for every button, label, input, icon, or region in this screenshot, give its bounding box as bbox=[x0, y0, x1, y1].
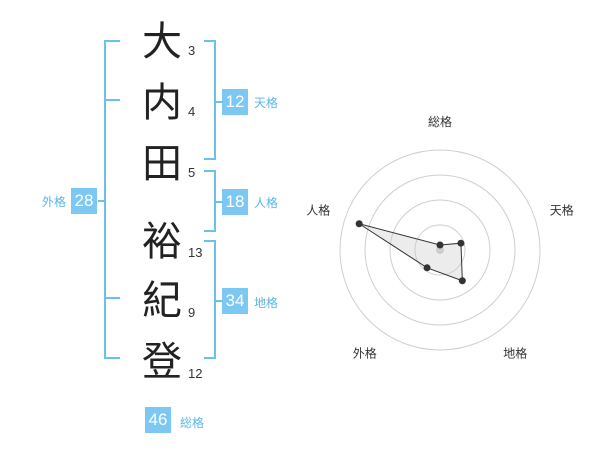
name-char-5: 紀 bbox=[142, 278, 182, 324]
radar-axis-label: 人格 bbox=[306, 202, 330, 217]
radar-axis-label: 地格 bbox=[503, 346, 527, 361]
radar-point-天格 bbox=[457, 239, 465, 247]
stroke-count-6: 12 bbox=[188, 366, 203, 381]
radar-ring bbox=[339, 149, 541, 351]
soukaku-score: 46 bbox=[145, 407, 171, 433]
tenkaku-score: 12 bbox=[222, 89, 248, 115]
gaikaku-score: 28 bbox=[71, 188, 97, 214]
chikaku-label: 地格 bbox=[254, 296, 279, 310]
name-char-2: 内 bbox=[142, 80, 182, 126]
gaikaku-label: 外格 bbox=[42, 195, 67, 209]
radar-ring bbox=[414, 224, 466, 276]
name-char-6: 登 bbox=[142, 339, 182, 385]
radar-shape bbox=[358, 223, 463, 282]
stroke-count-5: 9 bbox=[188, 305, 196, 320]
radar-axis-label: 天格 bbox=[550, 202, 574, 217]
jinkaku-score: 18 bbox=[222, 189, 248, 215]
radar-axis-label: 外格 bbox=[353, 346, 377, 361]
radar-ring bbox=[389, 199, 491, 301]
soukaku-label: 総格 bbox=[180, 416, 205, 430]
radar-point-人格 bbox=[355, 220, 363, 228]
name-char-1: 大 bbox=[142, 19, 182, 65]
name-char-3: 田 bbox=[142, 141, 182, 187]
radar-center bbox=[436, 246, 444, 254]
chikaku-score: 34 bbox=[222, 288, 248, 314]
stroke-count-1: 3 bbox=[188, 43, 196, 58]
radar-axis-label: 総格 bbox=[428, 114, 452, 129]
radar-point-外格 bbox=[423, 264, 431, 272]
jinkaku-label: 人格 bbox=[254, 196, 279, 210]
name-char-4: 裕 bbox=[142, 219, 182, 265]
stroke-count-4: 13 bbox=[188, 245, 203, 260]
radar-point-総格 bbox=[436, 241, 444, 249]
stroke-count-2: 4 bbox=[188, 104, 196, 119]
tenkaku-label: 天格 bbox=[254, 96, 279, 110]
radar-point-地格 bbox=[458, 277, 466, 285]
stroke-count-3: 5 bbox=[188, 165, 196, 180]
radar-ring bbox=[364, 174, 516, 326]
